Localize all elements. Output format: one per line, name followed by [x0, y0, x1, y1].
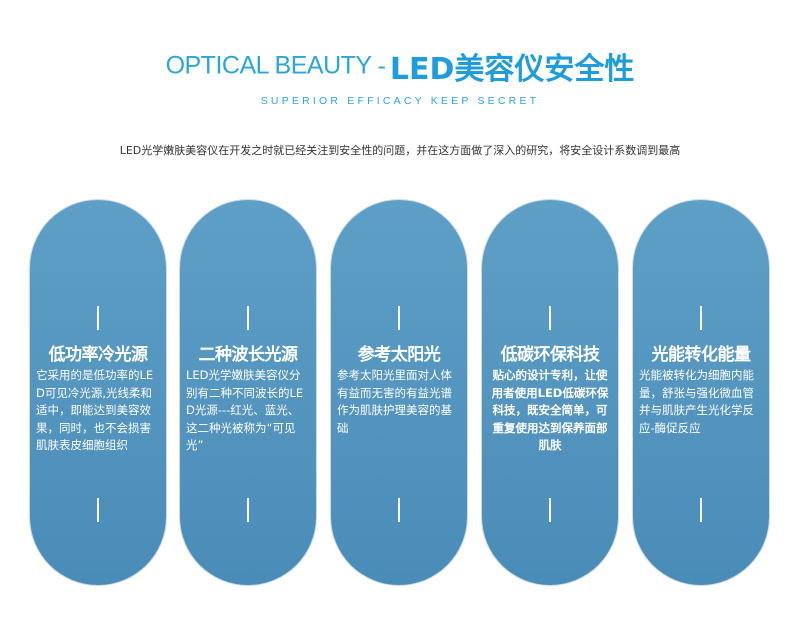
feature-card-light-energy: 光能转化能量 光能被转化为细胞内能量，舒张与强化微血管并与肌肤产生光化学反应-酶…	[633, 200, 769, 585]
card-body: 光能被转化为细胞内能量，舒张与强化微血管并与肌肤产生光化学反应-酶促反应	[639, 368, 754, 435]
divider-line	[398, 498, 400, 522]
card-body: LED光学嫩肤美容仪分别有二种不同波长的LED光源---红光、蓝光、这二种光被称…	[186, 368, 304, 452]
divider-line	[700, 306, 702, 330]
divider-line	[398, 306, 400, 330]
feature-card-sunlight: 参考太阳光 参考太阳光里面对人体有益而无害的有益光谱作为肌肤护理美容的基础	[331, 200, 467, 585]
divider-line	[97, 498, 99, 522]
card-title: 低功率冷光源	[48, 345, 149, 365]
divider-line	[549, 306, 551, 330]
divider-line	[700, 498, 702, 522]
divider-line	[549, 498, 551, 522]
title-dash: -	[377, 51, 386, 80]
title-chinese: LED美容仪安全性	[389, 52, 635, 87]
card-body: 参考太阳光里面对人体有益而无害的有益光谱作为肌肤护理美容的基础	[337, 368, 452, 435]
card-body: 它采用的是低功率的LED可见冷光源,光线柔和适中，即能达到美容效果，同时，也不会…	[36, 368, 154, 452]
card-title: 光能转化能量	[651, 345, 752, 365]
page-subtitle: SUPERIOR EFFICACY KEEP SECRET	[260, 95, 540, 107]
card-title: 参考太阳光	[357, 345, 441, 365]
title-english: OPTICAL BEAUTY	[165, 51, 373, 80]
feature-card-low-power: 低功率冷光源 它采用的是低功率的LED可见冷光源,光线柔和适中，即能达到美容效果…	[30, 200, 166, 585]
card-body: 贴心的设计专利，让使用者使用LED低碳环保科技，既安全简单，可重复使用达到保养面…	[491, 368, 609, 452]
divider-line	[247, 306, 249, 330]
intro-text: LED光学嫩肤美容仪在开发之时就已经关注到安全性的问题，并在这方面做了深入的研究…	[119, 144, 681, 157]
card-title: 低碳环保科技	[500, 345, 601, 365]
divider-line	[247, 498, 249, 522]
card-title: 二种波长光源	[198, 345, 299, 365]
page-title: OPTICAL BEAUTY-LED美容仪安全性	[0, 44, 800, 88]
feature-card-low-carbon: 低碳环保科技 贴心的设计专利，让使用者使用LED低碳环保科技，既安全简单，可重复…	[482, 200, 618, 585]
feature-card-two-wavelengths: 二种波长光源 LED光学嫩肤美容仪分别有二种不同波长的LED光源---红光、蓝光…	[180, 200, 316, 585]
divider-line	[97, 306, 99, 330]
